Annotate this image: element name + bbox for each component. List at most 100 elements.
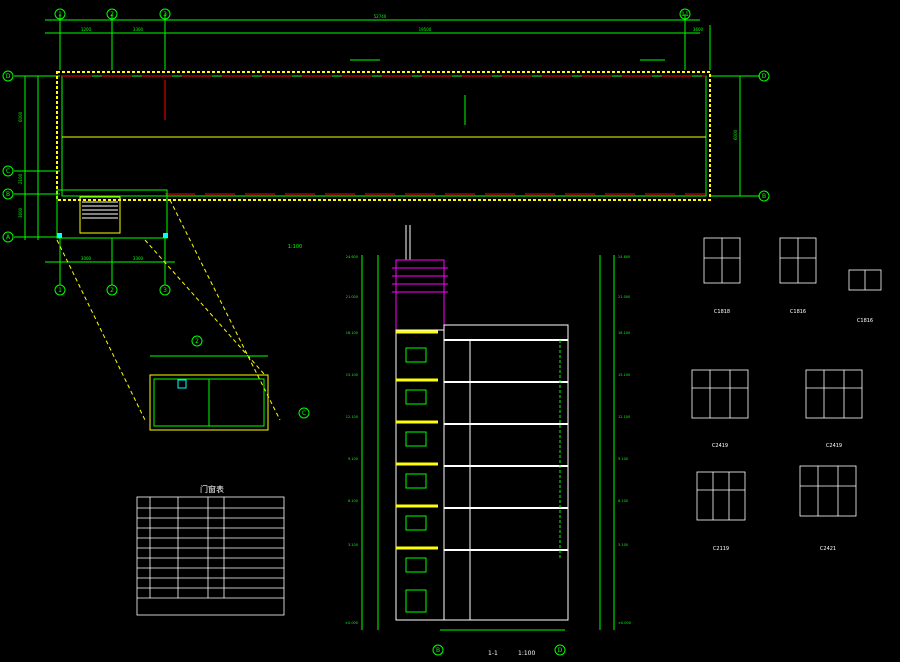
plan-vertical-dims: 6000 2100 3600 6000 bbox=[18, 111, 738, 218]
level-right-1: 21.000 bbox=[618, 295, 630, 299]
dim-bottom-1: 3000 bbox=[81, 256, 92, 261]
dim-seg-2: 3300 bbox=[133, 27, 144, 32]
dim-total: 52740 bbox=[374, 14, 387, 19]
detail-callout-2: 2 bbox=[195, 338, 199, 345]
stair-core bbox=[79, 196, 121, 234]
window-label-c2421: C2421 bbox=[820, 546, 836, 552]
detail-column bbox=[177, 379, 187, 389]
plan-dimension-texts: 52740 1200 3300 19500 3600 3000 3300 1:1… bbox=[81, 14, 704, 261]
projection-line-3 bbox=[144, 239, 266, 376]
window-label-c1818: C1818 bbox=[714, 309, 730, 315]
axis-bubble-b3 bbox=[159, 284, 171, 296]
axis-label-top-11: 11 bbox=[681, 11, 689, 18]
axis-label-bottom-3: 3 bbox=[163, 287, 167, 294]
axis-label-A: A bbox=[6, 234, 11, 241]
level-right-6: 6.100 bbox=[618, 499, 628, 503]
section-title: 1-1 bbox=[488, 650, 498, 657]
window-c2119 bbox=[696, 471, 746, 521]
level-right-0: 24.600 bbox=[618, 255, 630, 259]
door-table-title: 门窗表 bbox=[200, 484, 224, 494]
level-right-4: 12.100 bbox=[618, 415, 630, 419]
detail-outline bbox=[149, 374, 269, 431]
axis-label-top-3: 3 bbox=[163, 11, 167, 18]
axis-bubble-right-B bbox=[758, 190, 770, 202]
section-axis-bubble-D bbox=[554, 644, 566, 656]
top-frame bbox=[395, 259, 445, 331]
level-left-4: 12.100 bbox=[346, 415, 358, 419]
stair-treads bbox=[82, 201, 118, 219]
floor-bands bbox=[396, 330, 438, 550]
section-slabs bbox=[444, 339, 568, 551]
level-right-3: 15.100 bbox=[618, 373, 630, 377]
window-label-c2419-a: C2419 bbox=[712, 443, 728, 449]
level-left-0: 24.600 bbox=[346, 255, 358, 259]
section-body bbox=[443, 324, 569, 621]
section-scale: 1:100 bbox=[518, 650, 535, 657]
level-left-1: 21.000 bbox=[346, 295, 358, 299]
axis-bubble-D bbox=[2, 70, 14, 82]
table-frame bbox=[136, 496, 285, 616]
dim-left-1: 6000 bbox=[18, 111, 23, 122]
axis-label-C: C bbox=[6, 168, 10, 175]
section-windows bbox=[405, 347, 427, 613]
column-2 bbox=[163, 233, 168, 238]
section-axis-D: D bbox=[558, 647, 563, 654]
axis-bubble-right-D bbox=[758, 70, 770, 82]
detail-bubble-2 bbox=[191, 335, 203, 347]
level-right-5: 9.100 bbox=[618, 457, 628, 461]
window-label-c2119: C2119 bbox=[713, 546, 729, 552]
dim-seg-1: 1200 bbox=[81, 27, 92, 32]
detail-callout-C: C bbox=[302, 410, 306, 417]
axis-label-D: D bbox=[6, 73, 11, 80]
axis-label-B: B bbox=[6, 191, 10, 198]
window-label-c1816-b: C1816 bbox=[857, 318, 873, 324]
section-view bbox=[361, 225, 615, 656]
floor-plan bbox=[14, 14, 760, 285]
building-outline bbox=[56, 71, 711, 201]
door-window-table bbox=[136, 496, 285, 616]
axis-bubble-b2 bbox=[106, 284, 118, 296]
axis-bubble-2 bbox=[106, 8, 118, 20]
window-c2421 bbox=[799, 465, 857, 517]
level-left-3: 15.100 bbox=[346, 373, 358, 377]
dim-left-3: 3600 bbox=[18, 207, 23, 218]
detail-callout-labels: 2 C bbox=[195, 338, 306, 417]
axis-bubble-A bbox=[2, 231, 14, 243]
window-c2419-b bbox=[805, 369, 863, 419]
detail-bubble-C bbox=[298, 407, 310, 419]
level-right-8: ±0.000 bbox=[618, 621, 631, 625]
axis-bubble-B bbox=[2, 188, 14, 200]
axis-bubbles-left bbox=[2, 70, 770, 243]
dim-right: 6000 bbox=[733, 129, 738, 140]
front-tower bbox=[395, 329, 445, 621]
building-inner-wall bbox=[61, 75, 707, 197]
axis-label-top-1: 1 bbox=[58, 11, 62, 18]
window-c2419-a bbox=[691, 369, 749, 419]
axis-label-top-2: 2 bbox=[110, 11, 114, 18]
level-right-2: 18.100 bbox=[618, 331, 630, 335]
projection-line-1 bbox=[56, 239, 146, 421]
axis-labels-bottom: 1 2 3 bbox=[58, 287, 167, 294]
dim-left-2: 2100 bbox=[18, 173, 23, 184]
level-left-8: ±0.000 bbox=[345, 621, 358, 625]
axis-label-bottom-2: 2 bbox=[110, 287, 114, 294]
projection-line-2 bbox=[169, 199, 281, 421]
level-left-7: 3.100 bbox=[348, 543, 358, 547]
axis-bubble-11 bbox=[679, 8, 691, 20]
level-right-7: 3.100 bbox=[618, 543, 628, 547]
axis-labels-top: 1 2 3 11 bbox=[58, 11, 689, 18]
axis-bubble-3 bbox=[159, 8, 171, 20]
section-title-group: 1-1 1:100 bbox=[488, 650, 535, 657]
stair-detail-plan bbox=[56, 199, 310, 431]
level-left-2: 18.100 bbox=[346, 331, 358, 335]
axis-bubbles-bottom bbox=[54, 284, 171, 296]
section-levels-left: 24.600 21.000 18.100 15.100 12.100 9.100… bbox=[345, 255, 358, 625]
floor-plan-scale: 1:100 bbox=[288, 244, 302, 250]
window-label-c2419-b: C2419 bbox=[826, 443, 842, 449]
window-label-c1816: C1816 bbox=[790, 309, 806, 315]
axis-bubble-1 bbox=[54, 8, 66, 20]
section-axis-B: B bbox=[436, 647, 440, 654]
axis-label-right-D: D bbox=[762, 73, 767, 80]
level-left-6: 6.100 bbox=[348, 499, 358, 503]
